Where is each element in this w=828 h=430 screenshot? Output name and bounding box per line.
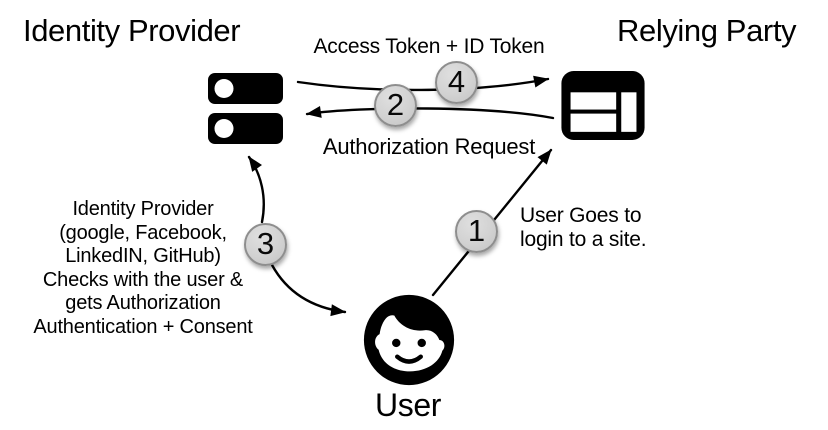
- smile: [395, 354, 423, 364]
- step-number-2: 2: [386, 87, 405, 122]
- server-led-top: [214, 79, 234, 98]
- browser-pane-right: [621, 92, 637, 132]
- step-number-4: 4: [447, 64, 466, 99]
- arrow-step-3-idp-to-user: [270, 263, 347, 317]
- relying-party-title: Relying Party: [617, 13, 797, 48]
- identity-provider-title: Identity Provider: [23, 13, 241, 48]
- step-badge-2: 2: [374, 84, 417, 127]
- right-eye: [417, 338, 426, 348]
- authorization-request-label: Authorization Request: [322, 134, 536, 159]
- server-stack-icon: [208, 73, 283, 144]
- browser-pane-top-left: [570, 92, 617, 110]
- left-eye: [392, 338, 401, 348]
- browser-pane-bottom-left: [570, 113, 617, 132]
- arrow-step-2-rp-to-idp: [305, 106, 555, 120]
- identity-provider-check-note-label: Identity Provider (google, Facebook, Lin…: [33, 198, 253, 338]
- step-badge-3: 3: [244, 223, 287, 266]
- access-token-id-token-label: Access Token + ID Token: [313, 35, 545, 58]
- user-login-note-label: User Goes to login to a site.: [520, 204, 647, 251]
- step-badge-4: 4: [435, 61, 478, 104]
- step-badge-1: 1: [455, 210, 498, 253]
- user-title: User: [375, 387, 441, 423]
- person-face-icon: [363, 294, 455, 386]
- browser-window-icon: [561, 71, 645, 140]
- step-number-3: 3: [256, 226, 275, 261]
- step-number-1: 1: [467, 213, 486, 248]
- server-led-bottom: [214, 119, 234, 138]
- face: [375, 315, 445, 372]
- arrow-step-4-idp-to-rp: [296, 75, 550, 92]
